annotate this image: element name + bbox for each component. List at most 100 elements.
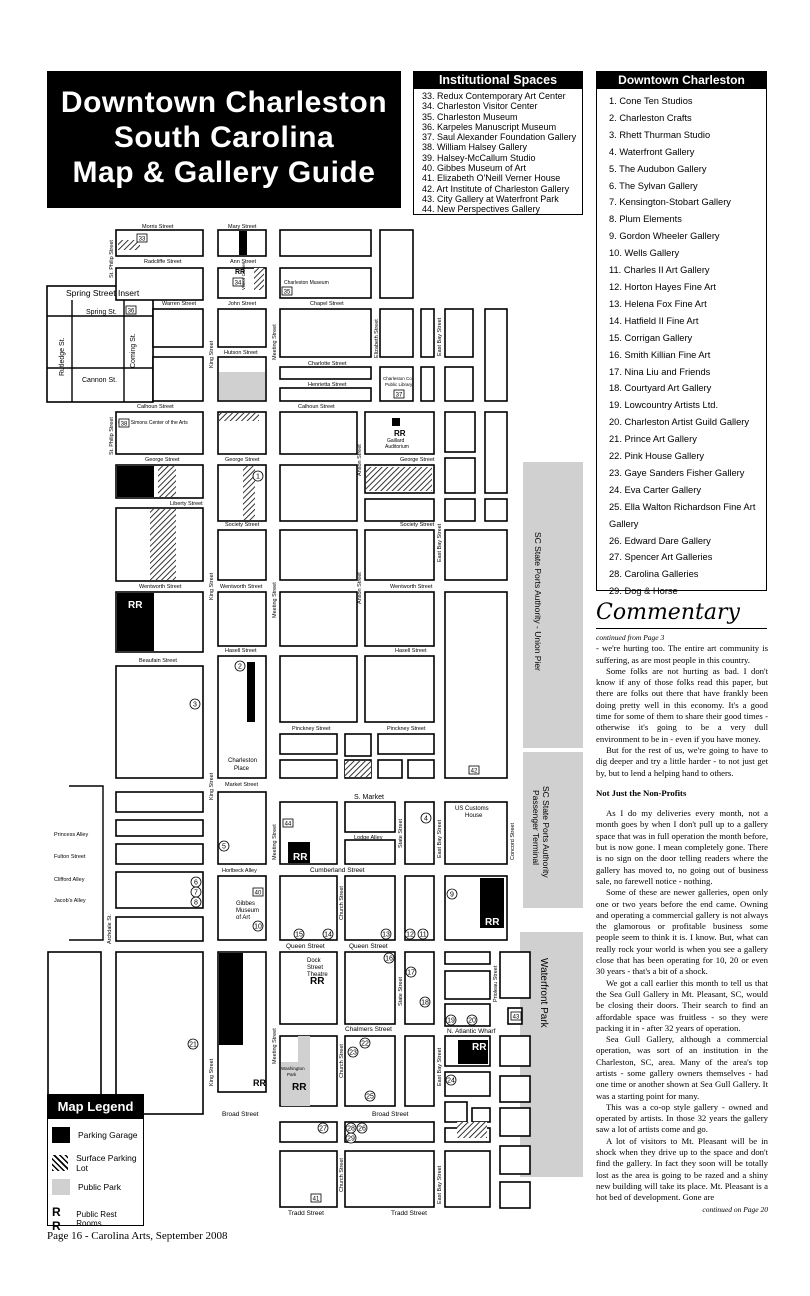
svg-text:King Street: King Street — [209, 572, 215, 600]
gallery-marker-9: 9 — [450, 892, 454, 899]
svg-text:King Street: King Street — [209, 1058, 215, 1086]
legend-lot-label: Surface Parking Lot — [76, 1153, 137, 1173]
gallery-marker-circle — [445, 1014, 457, 1026]
garage-swatch-icon — [52, 1127, 70, 1143]
institution-item: 40. Gibbes Museum of Art — [422, 163, 527, 174]
gallery-item: 14. Hatfield II Fine Art — [609, 315, 699, 326]
svg-text:Society Street: Society Street — [225, 522, 260, 528]
institution-marker-box — [232, 277, 244, 287]
gallery-item: 6. The Sylvan Gallery — [609, 180, 698, 191]
svg-text:Place: Place — [234, 766, 250, 772]
gallery-marker-6: 6 — [194, 880, 198, 887]
svg-text:George Street: George Street — [400, 457, 435, 463]
legend-restroom-label: Public Rest Rooms — [76, 1210, 117, 1228]
svg-text:Street: Street — [307, 965, 323, 971]
gallery-item: 13. Helena Fox Fine Art — [609, 298, 707, 309]
commentary-paragraph: Some folks are not hurting as bad. I don… — [596, 665, 768, 744]
svg-text:Meeting Street: Meeting Street — [272, 582, 278, 618]
legend-park: Public Park — [52, 1179, 121, 1195]
svg-text:East Bay Street: East Bay Street — [437, 1047, 443, 1086]
rr-label: RR — [310, 976, 325, 987]
svg-text:Clifford Alley: Clifford Alley — [54, 877, 85, 883]
institution-marker-33: 33 — [139, 236, 146, 242]
svg-text:Tradd Street: Tradd Street — [391, 1210, 427, 1217]
gallery-item: 12. Horton Hayes Fine Art — [609, 281, 716, 292]
page-footer: Page 16 - Carolina Arts, September 2008 — [47, 1230, 228, 1242]
svg-text:Calhoun Street: Calhoun Street — [298, 404, 335, 410]
svg-text:Public Library: Public Library — [385, 382, 413, 387]
svg-text:Wentworth Street: Wentworth Street — [220, 584, 263, 590]
ports-passenger-terminal-area — [523, 752, 583, 908]
gallery-marker-22: 22 — [361, 1041, 369, 1048]
svg-text:Anson Street: Anson Street — [357, 572, 363, 604]
svg-text:Cannon St.: Cannon St. — [82, 377, 117, 384]
gallery-marker-circle — [218, 840, 230, 852]
institution-marker-35: 35 — [284, 289, 291, 295]
institution-marker-box — [310, 1193, 322, 1203]
svg-text:State Street: State Street — [398, 976, 404, 1006]
gallery-marker-circle — [252, 920, 264, 932]
institution-marker-40: 40 — [255, 890, 262, 896]
gallery-item: 27. Spencer Art Galleries — [609, 552, 713, 563]
svg-text:Charleston Museum: Charleston Museum — [284, 280, 329, 286]
svg-text:of Art: of Art — [236, 915, 250, 921]
gallery-marker-20: 20 — [468, 1018, 476, 1025]
gallery-marker-circle — [190, 896, 202, 908]
gallery-marker-3: 3 — [193, 702, 197, 709]
svg-text:Radcliffe Street: Radcliffe Street — [144, 259, 182, 265]
gallery-marker-circle — [405, 966, 417, 978]
svg-text:Broad Street: Broad Street — [372, 1111, 409, 1118]
commentary-paragraph: - we're hurting too. The entire art comm… — [596, 643, 768, 665]
institution-item: 43. City Gallery at Waterfront Park — [422, 193, 559, 204]
gallery-marker-29: 29 — [347, 1136, 355, 1143]
svg-text:Fulton Street: Fulton Street — [54, 854, 86, 860]
gallery-item: 1. Cone Ten Studios — [609, 96, 693, 106]
svg-text:Charlotte Street: Charlotte Street — [308, 361, 347, 367]
galleries-heading: Downtown Charleston Galleries — [597, 72, 766, 104]
svg-text:Calhoun Street: Calhoun Street — [137, 404, 174, 410]
gallery-marker-21: 21 — [189, 1042, 197, 1049]
commentary-paragraph: Sea Gull Gallery, although a commercial … — [596, 1034, 768, 1101]
gallery-marker-circle — [383, 952, 395, 964]
svg-text:King Street: King Street — [209, 772, 215, 800]
gallery-marker-17: 17 — [407, 970, 415, 977]
svg-text:Ann Street: Ann Street — [230, 259, 256, 265]
svg-text:SC State Ports Authority: SC State Ports Authority — [541, 786, 551, 878]
svg-text:Church Street: Church Street — [339, 886, 345, 920]
legend-heading: Map Legend — [48, 1095, 143, 1119]
svg-text:Mary Street: Mary Street — [228, 224, 257, 230]
ports-labels: SC State Ports Authority - Union Pier SC… — [531, 532, 551, 1029]
institution-marker-42: 42 — [471, 768, 478, 774]
gallery-marker-circle — [189, 698, 201, 710]
svg-text:East Bay Street: East Bay Street — [437, 317, 443, 356]
gallery-marker-2: 2 — [238, 664, 242, 671]
commentary-rule — [596, 628, 767, 629]
svg-text:King Street: King Street — [209, 340, 215, 368]
institution-marker-43: 43 — [513, 1014, 520, 1020]
institution-marker-box — [510, 1011, 522, 1021]
gallery-marker-circle — [252, 470, 264, 482]
street-labels: Morris Street Mary Street Radcliffe Stre… — [54, 224, 496, 1217]
gallery-item: 16. Smith Killian Fine Art — [609, 349, 711, 360]
svg-text:Wentworth Street: Wentworth Street — [390, 584, 433, 590]
institution-item: 39. Halsey-McCallum Studio — [422, 152, 536, 163]
gallery-marker-circle — [356, 1122, 368, 1134]
institution-marker-box — [468, 765, 480, 775]
svg-text:Museum: Museum — [236, 908, 259, 914]
institution-item: 36. Karpeles Manuscript Museum — [422, 121, 557, 132]
institution-item: 35. Charleston Museum — [422, 111, 518, 122]
commentary-title: Commentary — [596, 600, 740, 625]
gallery-marker-circle — [187, 1038, 199, 1050]
vertical-street-labels: St. Philip Street St. Philip Street King… — [59, 240, 516, 1204]
gallery-item: 10. Wells Gallery — [609, 248, 680, 259]
commentary-paragraph: This was a co-op style gallery - owned a… — [596, 1101, 768, 1135]
svg-text:Church Street: Church Street — [339, 1044, 345, 1078]
gallery-item: 11. Charles II Art Gallery — [609, 265, 710, 276]
gallery-marker-10: 10 — [254, 924, 262, 931]
svg-text:Gaillard: Gaillard — [387, 438, 404, 444]
gallery-marker-7: 7 — [194, 890, 198, 897]
gallery-item: 4. Waterfront Gallery — [609, 146, 695, 157]
svg-text:US Customs: US Customs — [455, 806, 489, 812]
svg-text:S. Market: S. Market — [354, 794, 384, 801]
commentary-paragraph: As I do my deliveries every month, not a… — [596, 808, 769, 886]
